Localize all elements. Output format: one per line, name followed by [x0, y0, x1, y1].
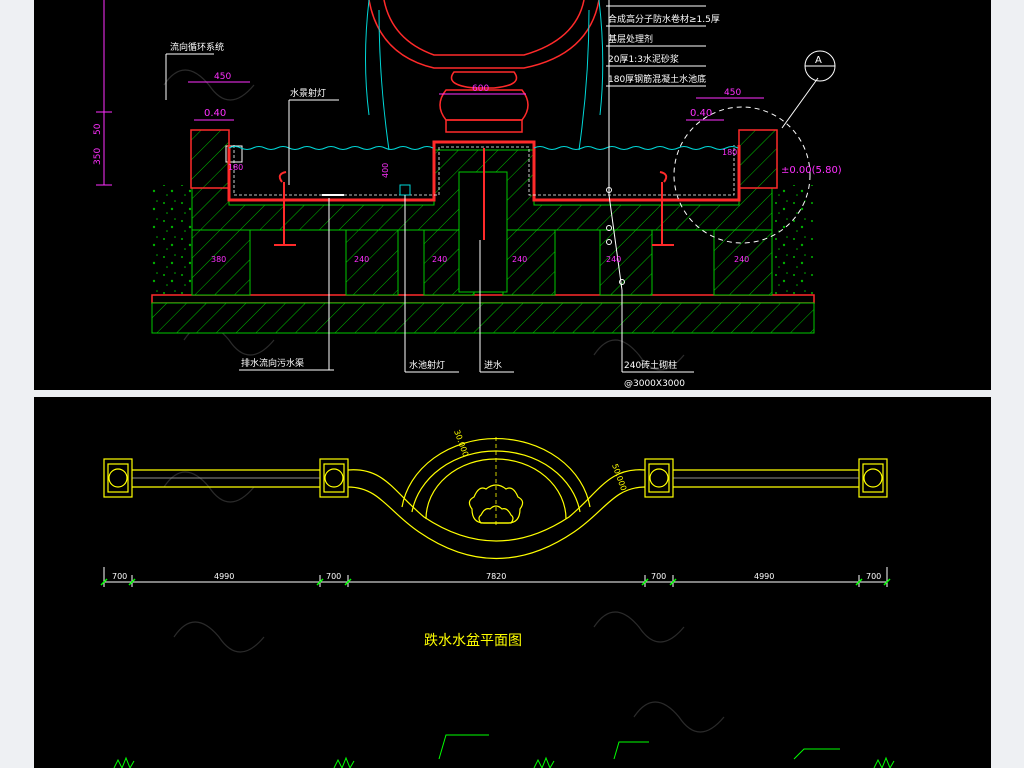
label-drain-pipe: 排水流向污水渠	[241, 357, 304, 369]
dim-380: 380	[211, 255, 226, 264]
channel-right	[673, 469, 859, 488]
underwater-light-right	[652, 171, 674, 246]
curved-channel	[347, 469, 646, 560]
label-circulation-system: 流向循环系统	[170, 41, 224, 53]
dim-450-right: 450	[724, 88, 741, 98]
callout-leader	[781, 77, 819, 129]
detail-callout-circle	[673, 106, 811, 244]
dim-040-left: 0.40	[204, 108, 226, 119]
soil-right	[772, 185, 814, 295]
plan-title: 跌水水盆平面图	[424, 633, 522, 649]
dim-240-a: 240	[354, 255, 369, 264]
water-surface-right	[533, 146, 739, 150]
dim-600: 600	[472, 84, 489, 94]
post-right-inner	[644, 458, 674, 498]
post-right-end	[858, 458, 888, 498]
dim-350: 350	[93, 148, 103, 165]
dim-240-c: 240	[512, 255, 527, 264]
plan-drawing-panel: 30.000 50.000 700 4990 700 7820 700 4990…	[34, 397, 991, 768]
column-leader-line	[608, 194, 623, 291]
dim-180-right: 180	[722, 148, 737, 157]
plan-dim-2: 4990	[214, 572, 234, 581]
plan-dim-3: 700	[326, 572, 341, 581]
label-column: 240砖土砌柱	[624, 359, 677, 371]
left-rim-wall	[190, 129, 230, 189]
fountain-basin	[368, 0, 600, 133]
lining-inner-line	[233, 145, 735, 196]
waterproof-lining	[227, 140, 741, 202]
dim-240-d: 240	[606, 255, 621, 264]
dim-400: 400	[381, 163, 390, 178]
spec-note-2: 基层处理剂	[608, 33, 653, 45]
spec-leader-dots	[606, 187, 625, 285]
section-drawing-panel: 350 50	[34, 0, 991, 390]
dim-240-b: 240	[432, 255, 447, 264]
plan-drawing: 30.000 50.000 700 4990 700 7820 700 4990…	[100, 429, 895, 768]
section-drawing: 350 50	[93, 0, 842, 389]
plan-dim-4: 7820	[486, 572, 506, 581]
scalloped-basin-outer	[468, 484, 524, 524]
fountain-water-streams	[365, 0, 604, 151]
channel-left	[132, 469, 320, 488]
elevation-marker: ±0.00(5.80)	[781, 165, 842, 176]
plan-dim-1: 700	[112, 572, 127, 581]
post-left-end	[103, 458, 133, 498]
dim-240-e: 240	[734, 255, 749, 264]
spec-note-4: 180厚钢筋混凝土水池底	[608, 73, 706, 85]
foundation-slab	[151, 302, 815, 334]
dim-040-right: 0.40	[690, 108, 712, 119]
label-pool-light: 水池射灯	[409, 359, 445, 371]
basin-arcs	[401, 437, 591, 520]
dim-180-left: 180	[228, 163, 243, 172]
pool-light-box	[399, 184, 411, 196]
plan-dim-7: 700	[866, 572, 881, 581]
plan-dim-5: 700	[651, 572, 666, 581]
lower-detail-fragment	[113, 734, 895, 768]
label-spacing: @3000X3000	[624, 379, 685, 389]
damp-proof-layer	[151, 294, 815, 304]
spec-note-underlines	[606, 5, 706, 87]
plan-dim-6: 4990	[754, 572, 774, 581]
callout-letter: A	[815, 55, 822, 66]
spec-note-3: 20厚1:3水泥砂浆	[608, 53, 679, 65]
water-surface-left	[228, 146, 434, 150]
right-rim-wall	[738, 129, 778, 189]
label-underwater-light: 水景射灯	[290, 87, 326, 99]
soil-left	[152, 185, 192, 295]
spec-note-1: 合成高分子防水卷材≥1.5厚	[608, 13, 720, 25]
underwater-light-left	[274, 171, 296, 246]
scalloped-basin-inner	[478, 505, 514, 524]
dim-450-left: 450	[214, 72, 231, 82]
post-left-inner	[319, 458, 349, 498]
plan-dimension-ticks	[100, 578, 891, 586]
dim-50: 50	[93, 123, 103, 135]
label-inlet: 进水	[484, 359, 502, 371]
left-vertical-dimension	[96, 0, 112, 186]
arc-label-left: 30.000	[452, 429, 470, 458]
plan-watermark-graphics	[163, 471, 725, 733]
